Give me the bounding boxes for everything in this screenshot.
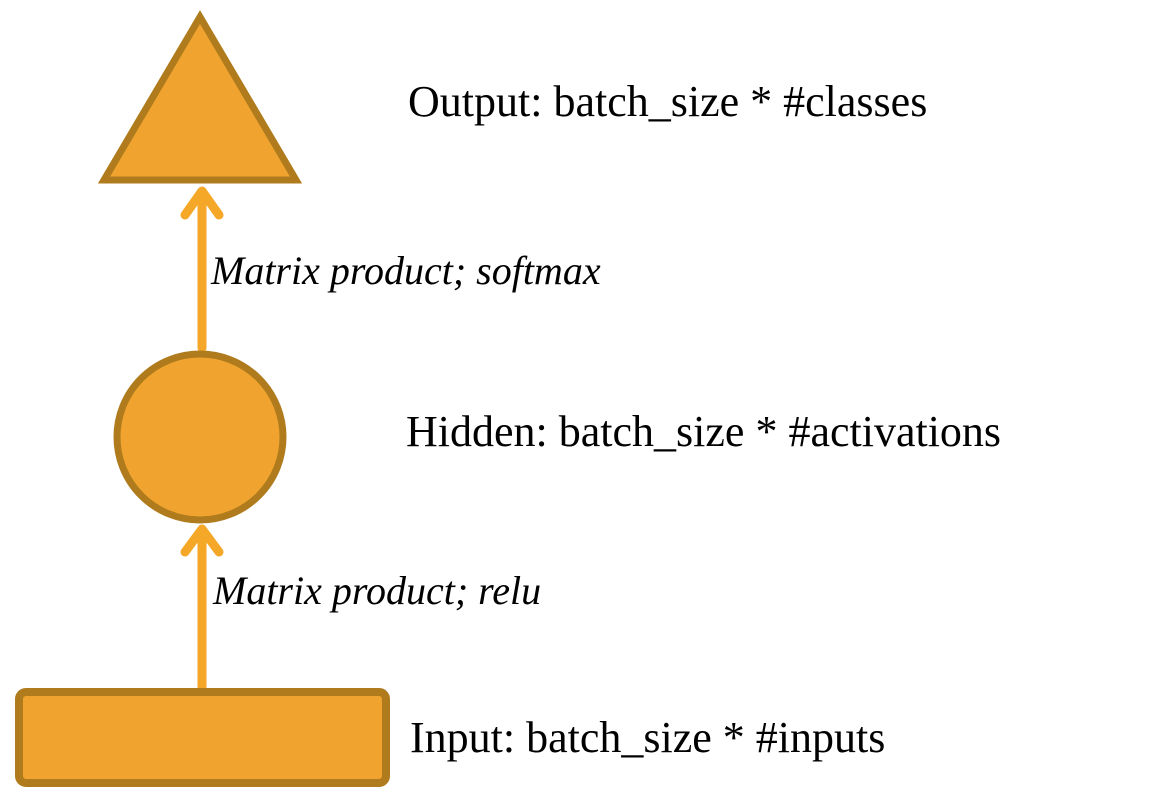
- hidden-layer-label: Hidden: batch_size * #activations: [406, 407, 1002, 456]
- arrow-hidden-to-output: [180, 186, 224, 353]
- output-layer-label: Output: batch_size * #classes: [408, 77, 928, 126]
- hidden-circle-node: [113, 350, 287, 524]
- arrow-input-to-hidden: [180, 524, 224, 693]
- input-rectangle-node: [15, 688, 390, 787]
- edge-label-relu: Matrix product; relu: [213, 568, 542, 613]
- output-triangle-node: [97, 10, 303, 184]
- input-layer-label: Input: batch_size * #inputs: [410, 713, 886, 762]
- edge-label-softmax: Matrix product; softmax: [211, 248, 601, 293]
